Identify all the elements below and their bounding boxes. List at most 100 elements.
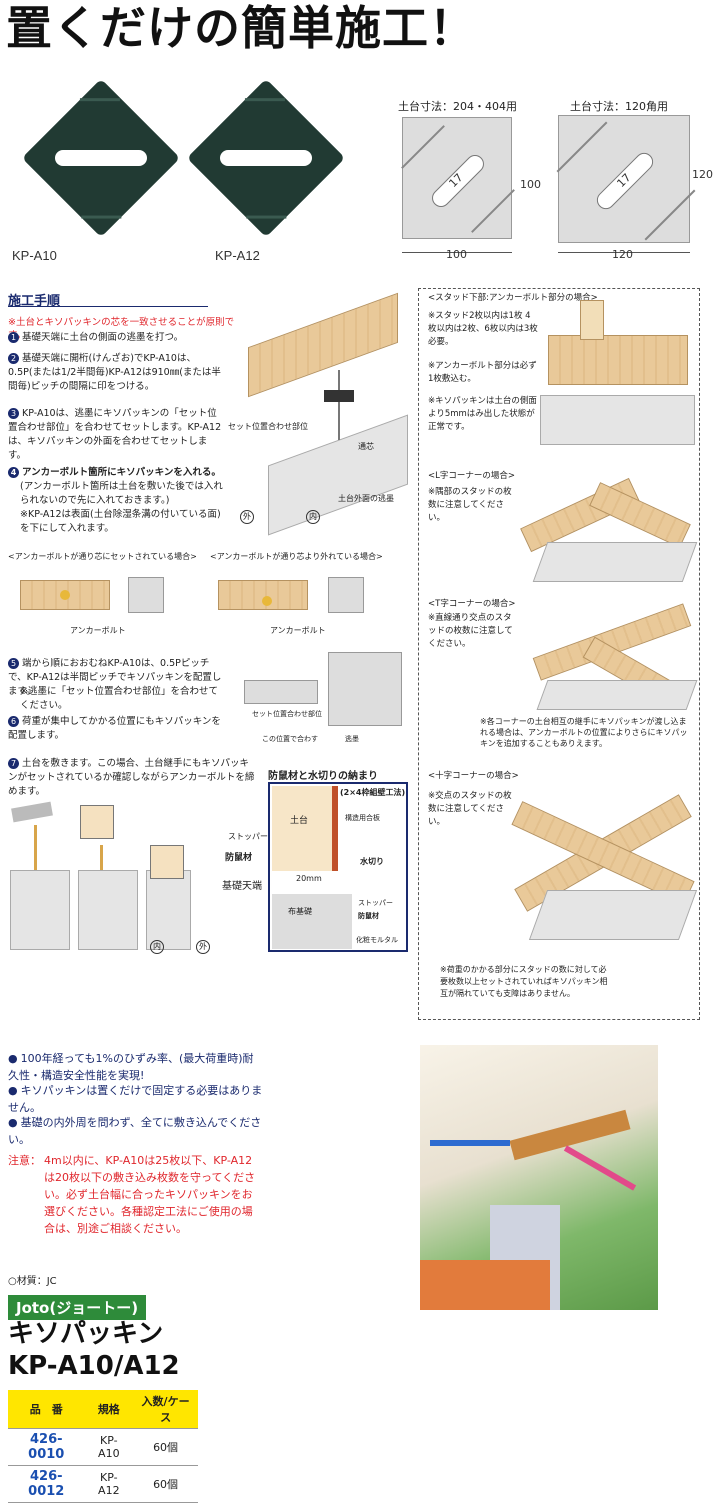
product-model: KP-A10/A12 <box>8 1351 180 1381</box>
feature-1: ●100年経っても1%のひずみ率、(最大荷重時)耐久性・構造安全性能を実現! <box>8 1052 254 1082</box>
product-name: キソパッキン <box>8 1319 164 1349</box>
dim-right-w-line <box>558 252 690 253</box>
right-title: <スタッド下部:アンカーボルト部分の場合> <box>428 293 598 303</box>
dim-left-square: 17 <box>401 117 515 239</box>
x-title: <十字コーナーの場合> <box>428 771 519 781</box>
dim-left-h: 100 <box>520 178 541 191</box>
step5-label-1: セット位置合わせ部位 <box>252 710 322 718</box>
dim-right-w: 120 <box>612 248 633 261</box>
set-pos-label: セット位置合わせ部位 <box>228 422 308 431</box>
x-note: ※交点のスタッドの枚数に注意してください。 <box>428 791 512 827</box>
t-corner-drawing <box>522 590 698 710</box>
in-marker: 内 <box>306 510 320 524</box>
table-row: 426-0010 KP-A10 60個 <box>8 1428 198 1466</box>
anchor-bolt-label-1: アンカーボルト <box>70 626 126 635</box>
step5-label-3: 逃墨 <box>345 735 359 743</box>
step7-pad-piece <box>11 801 53 823</box>
feature-2: ●キソパッキンは置くだけで固定する必要はありません。 <box>8 1084 263 1114</box>
step7-dodai-2 <box>150 845 184 879</box>
anchor-bolt-dot-2 <box>262 596 272 606</box>
sill-diagram <box>228 292 408 536</box>
procedure-divider <box>8 306 208 307</box>
t-note: ※直線通り交点のスタッドの枚数に注意してください。 <box>428 613 513 649</box>
step5-pad-row <box>244 680 318 704</box>
rodent-mortar: 化粧モルタル <box>356 936 398 944</box>
rodent-box <box>268 782 408 952</box>
x-note-2: ※荷重のかかる部分にスタッドの数に対して必要枚数以上セットされていればキソパッキ… <box>440 965 608 998</box>
rodent-plywood: 構造用合板 <box>345 814 380 822</box>
t-note-2: ※各コーナーの土台相互の継手にキソパッキンが渡し込まれる場合は、アンカーボルトの… <box>480 717 688 748</box>
center-label: 通芯 <box>358 442 374 451</box>
rodent-dodai: 土台 <box>290 816 309 826</box>
out-marker: 外 <box>240 510 254 524</box>
rodent-title: 防鼠材と水切りの納まり <box>268 771 378 782</box>
rodent-dim: 20mm <box>296 874 322 883</box>
kp-a10-label: KP-A10 <box>12 248 57 263</box>
step7-rodent: 防鼠材 <box>225 853 253 863</box>
t-title: <T字コーナーの場合> <box>428 599 516 609</box>
right-note-2: ※アンカーボルト部分は必ず1枚敷込む。 <box>428 361 537 384</box>
stud-base <box>540 395 695 445</box>
dim-right-h: 120 <box>692 168 713 181</box>
dim-right-title: 土台寸法：120角用 <box>570 100 668 113</box>
step7-stopper: ストッパー <box>228 832 268 841</box>
stud <box>580 300 604 340</box>
rodent-fukiso: 布基礎 <box>288 907 312 916</box>
table-row: 426-0012 KP-A12 60個 <box>8 1465 198 1503</box>
ventilation-illustration <box>420 1045 658 1310</box>
feature-3: ●基礎の内外周を問わず、全てに敷き込んでください。 <box>8 1116 262 1146</box>
step7-bolt-1 <box>34 825 37 870</box>
dim-left-title: 土台寸法：204・404用 <box>398 100 517 113</box>
headline: 置くだけの簡単施工！ <box>6 1 476 55</box>
rodent-stopper: ストッパー <box>358 899 393 907</box>
step-4-sub: (アンカーボルト箇所は土台を敷いた後では入れられないので先に入れておきます。) <box>20 481 223 506</box>
x-corner-drawing <box>508 760 698 950</box>
l-title: <L字コーナーの場合> <box>428 471 515 481</box>
kp-a10-photo <box>20 78 181 242</box>
caution-text: 4m以内に、KP-A10は25枚以下、KP-A12は20枚以下の敷き込み枚数を守… <box>44 1154 256 1235</box>
step7-base-top: 基礎天端 <box>222 881 262 892</box>
anchor-pad-1 <box>128 577 164 613</box>
dim-right-square: 17 <box>556 115 696 243</box>
kp-a12-photo <box>185 78 346 242</box>
anchor-bolt-label-2: アンカーボルト <box>270 626 326 635</box>
step7-dodai-1 <box>80 805 114 839</box>
outer-line-label: 土台外面の逃墨 <box>338 494 394 503</box>
anchor-pad-2 <box>328 577 364 613</box>
rodent-mizukiri: 水切り <box>360 857 384 866</box>
anchor-case-1: <アンカーボルトが通り芯にセットされている場合> <box>8 552 197 561</box>
rodent-material: 防鼠材 <box>358 912 379 920</box>
step7-base-1 <box>10 870 70 950</box>
anchor-bolt-dot-1 <box>60 590 70 600</box>
col-qty: 入数/ケース <box>133 1390 198 1429</box>
right-panel <box>418 288 700 1020</box>
step7-base-3 <box>146 870 191 950</box>
brand: Joto(ジョートー) <box>8 1295 147 1320</box>
step7-out: 外 <box>196 940 210 954</box>
material: ○材質：JC <box>8 1276 57 1287</box>
step7-in: 内 <box>150 940 164 954</box>
right-note-1: ※スタッド2枚以内は1枚 4枚以内は2枚、6枚以内は3枚必要。 <box>428 311 538 347</box>
col-part-no: 品 番 <box>8 1390 85 1429</box>
step-5-red: ※逃墨に「セット位置合わせ部位」を合わせてください。 <box>20 686 218 711</box>
table-header: 品 番 規格 入数/ケース <box>8 1390 198 1429</box>
dim-left-w: 100 <box>446 248 467 261</box>
rodent-sub: (2×4枠組壁工法) <box>340 788 406 797</box>
l-note: ※隅部のスタッドの枚数に注意してください。 <box>428 487 512 523</box>
step5-label-2: この位置で合わす <box>262 735 318 743</box>
procedure-title: 施工手順 <box>8 294 61 309</box>
anchor-case-2: <アンカーボルトが通り芯より外れている場合> <box>210 552 383 561</box>
step7-bolt-2 <box>100 845 103 870</box>
col-spec: 規格 <box>84 1390 134 1429</box>
step5-pad-closeup <box>328 652 402 726</box>
l-corner-drawing <box>520 462 700 582</box>
step7-base-2 <box>78 870 138 950</box>
stud-sill <box>548 335 688 385</box>
right-note-3: ※キソパッキンは土台の側面より5mmはみ出した状態が正常です。 <box>428 396 537 432</box>
